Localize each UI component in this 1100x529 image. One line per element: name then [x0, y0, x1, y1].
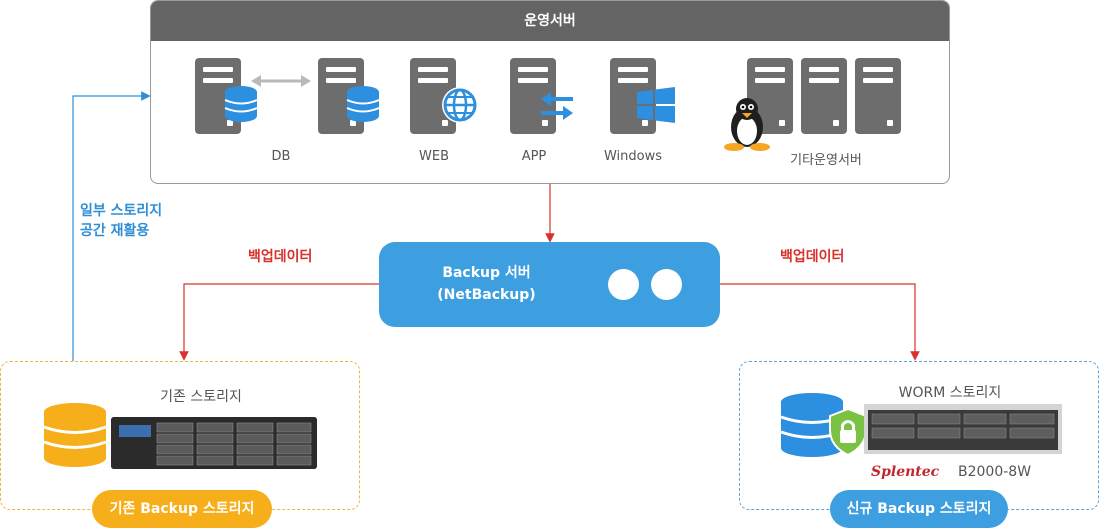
operating-servers-panel: 운영서버 DB WEB APP	[150, 0, 950, 184]
backup-to-worm-arrow	[720, 283, 920, 361]
linux-penguin-icon	[724, 98, 770, 151]
db-label: DB	[271, 149, 291, 164]
database-icon	[224, 86, 258, 122]
other-server-icon	[855, 58, 901, 134]
backup-server-node: Backup 서버 (NetBackup)	[379, 242, 720, 327]
legacy-storage-group: 기존 스토리지	[0, 361, 360, 510]
storage-reuse-line1: 일부 스토리지	[80, 203, 163, 219]
legacy-backup-storage-badge: 기존 Backup 스토리지	[92, 490, 272, 528]
backup-server-line2: (NetBackup)	[437, 287, 536, 303]
status-light-icon	[651, 269, 682, 300]
other-servers-label: 기타운영서버	[790, 153, 862, 168]
worm-model-label: B2000-8W	[958, 464, 1032, 480]
legacy-storage-title: 기존 스토리지	[160, 389, 242, 405]
status-light-icon	[608, 269, 639, 300]
splentec-logo: Splentec	[871, 464, 940, 480]
other-server-icon	[801, 58, 847, 134]
exchange-arrows-icon	[541, 92, 573, 120]
new-backup-storage-badge: 신규 Backup 스토리지	[830, 490, 1008, 528]
globe-icon	[442, 87, 478, 123]
app-label: APP	[521, 149, 547, 164]
backup-server-line1: Backup 서버	[442, 265, 531, 281]
database-icon	[346, 86, 380, 122]
worm-storage-array-icon	[864, 404, 1062, 454]
web-label: WEB	[419, 149, 449, 164]
worm-storage-group: WORM 스토리지 Splentec B2000-8W	[739, 361, 1099, 510]
replication-arrow-icon	[251, 75, 311, 87]
security-shield-icon	[829, 408, 867, 456]
legacy-reuse-arrow	[72, 91, 151, 361]
worm-storage-title: WORM 스토리지	[898, 385, 1002, 401]
operating-servers-title: 운영서버	[151, 1, 949, 41]
storage-database-icon	[43, 403, 107, 467]
backup-to-legacy-arrow	[179, 283, 379, 361]
windows-label: Windows	[603, 149, 663, 164]
legacy-storage-array-icon	[111, 417, 317, 469]
backup-data-label-right: 백업데이터	[780, 249, 845, 265]
storage-reuse-label: 일부 스토리지 공간 재활용	[80, 201, 162, 241]
storage-reuse-line2: 공간 재활용	[80, 223, 150, 239]
backup-server-title: Backup 서버 (NetBackup)	[379, 262, 594, 306]
backup-data-label-left: 백업데이터	[248, 249, 313, 265]
windows-logo-icon	[637, 87, 675, 123]
